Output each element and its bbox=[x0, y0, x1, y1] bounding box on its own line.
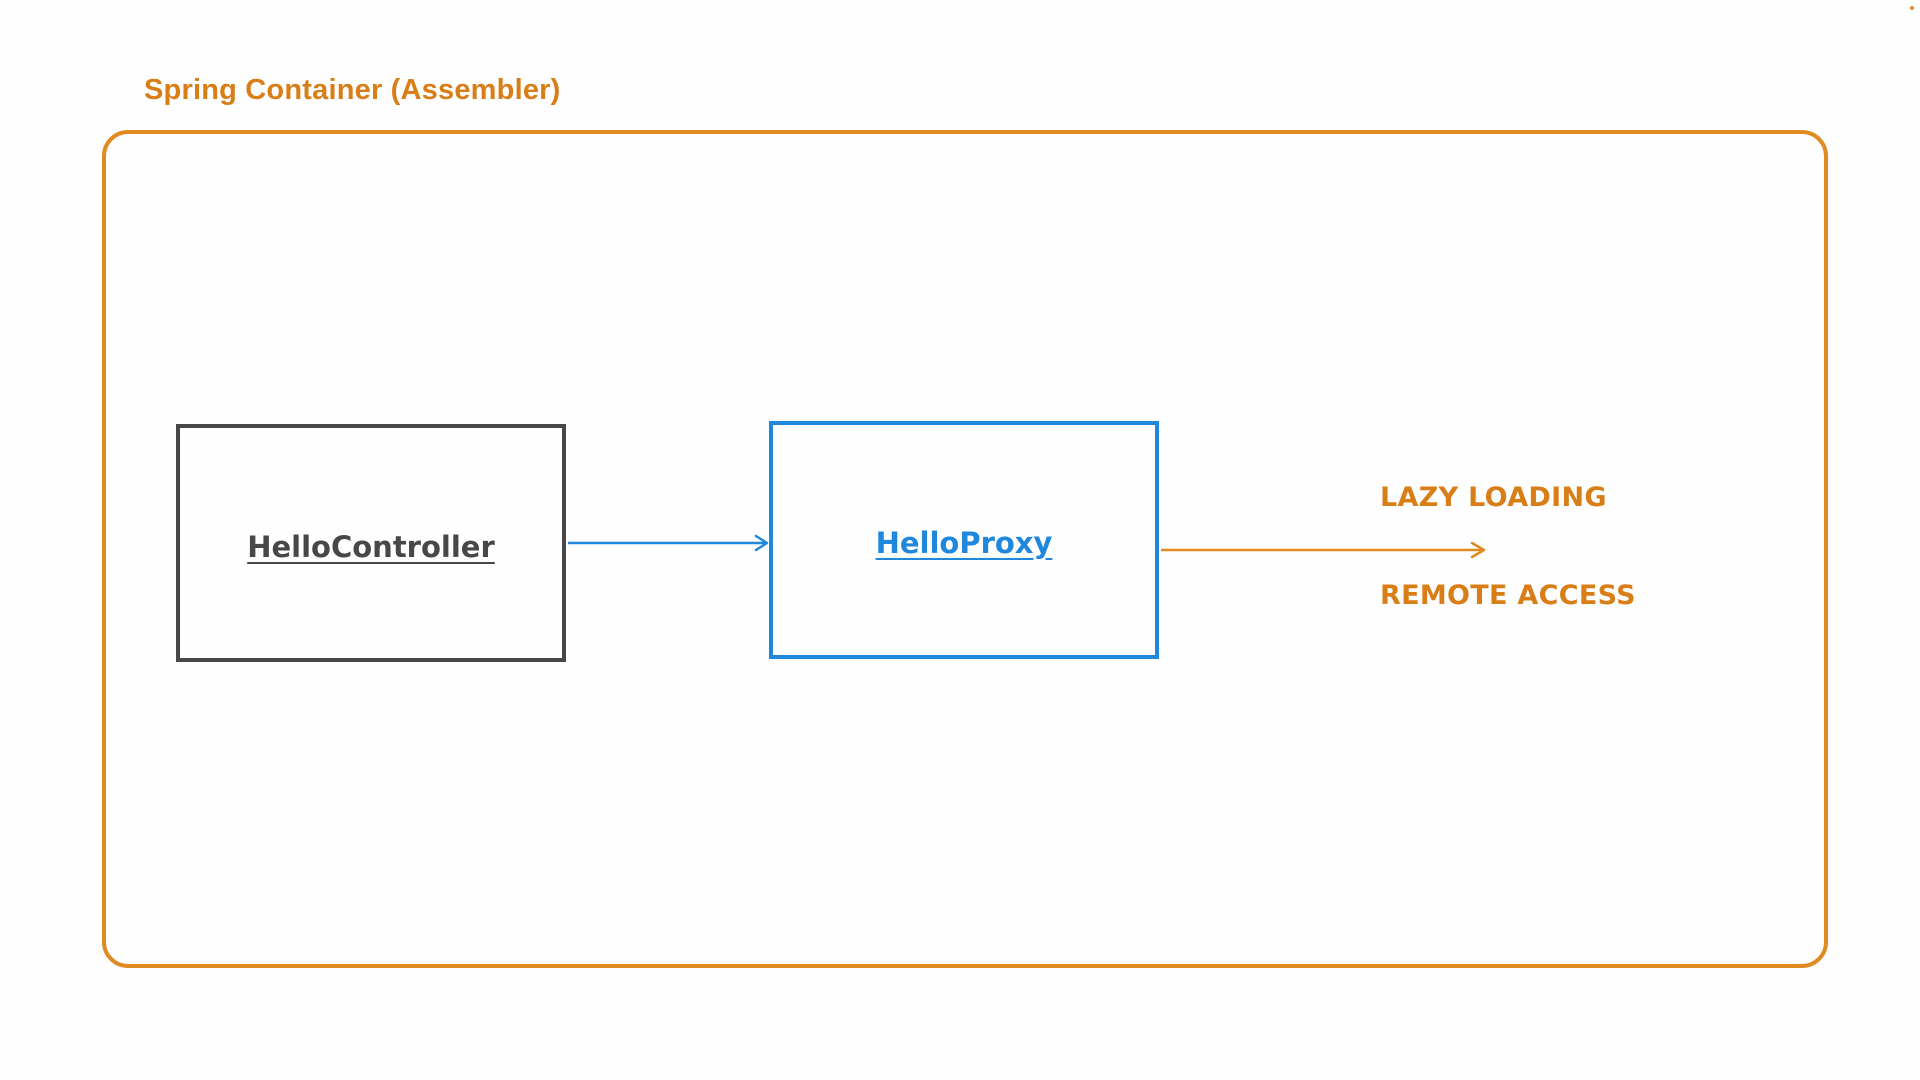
hello-proxy-box: HelloProxy bbox=[769, 421, 1159, 659]
hello-controller-label: HelloController bbox=[247, 530, 495, 564]
hello-proxy-label: HelloProxy bbox=[875, 526, 1053, 560]
spring-container-box bbox=[102, 130, 1828, 968]
hello-controller-box: HelloController bbox=[176, 424, 566, 662]
container-title: Spring Container (Assembler) bbox=[144, 74, 561, 106]
lazy-loading-label: LAZY LOADING bbox=[1380, 482, 1607, 513]
remote-access-label: REMOTE ACCESS bbox=[1380, 580, 1636, 611]
corner-dot bbox=[1910, 6, 1914, 10]
